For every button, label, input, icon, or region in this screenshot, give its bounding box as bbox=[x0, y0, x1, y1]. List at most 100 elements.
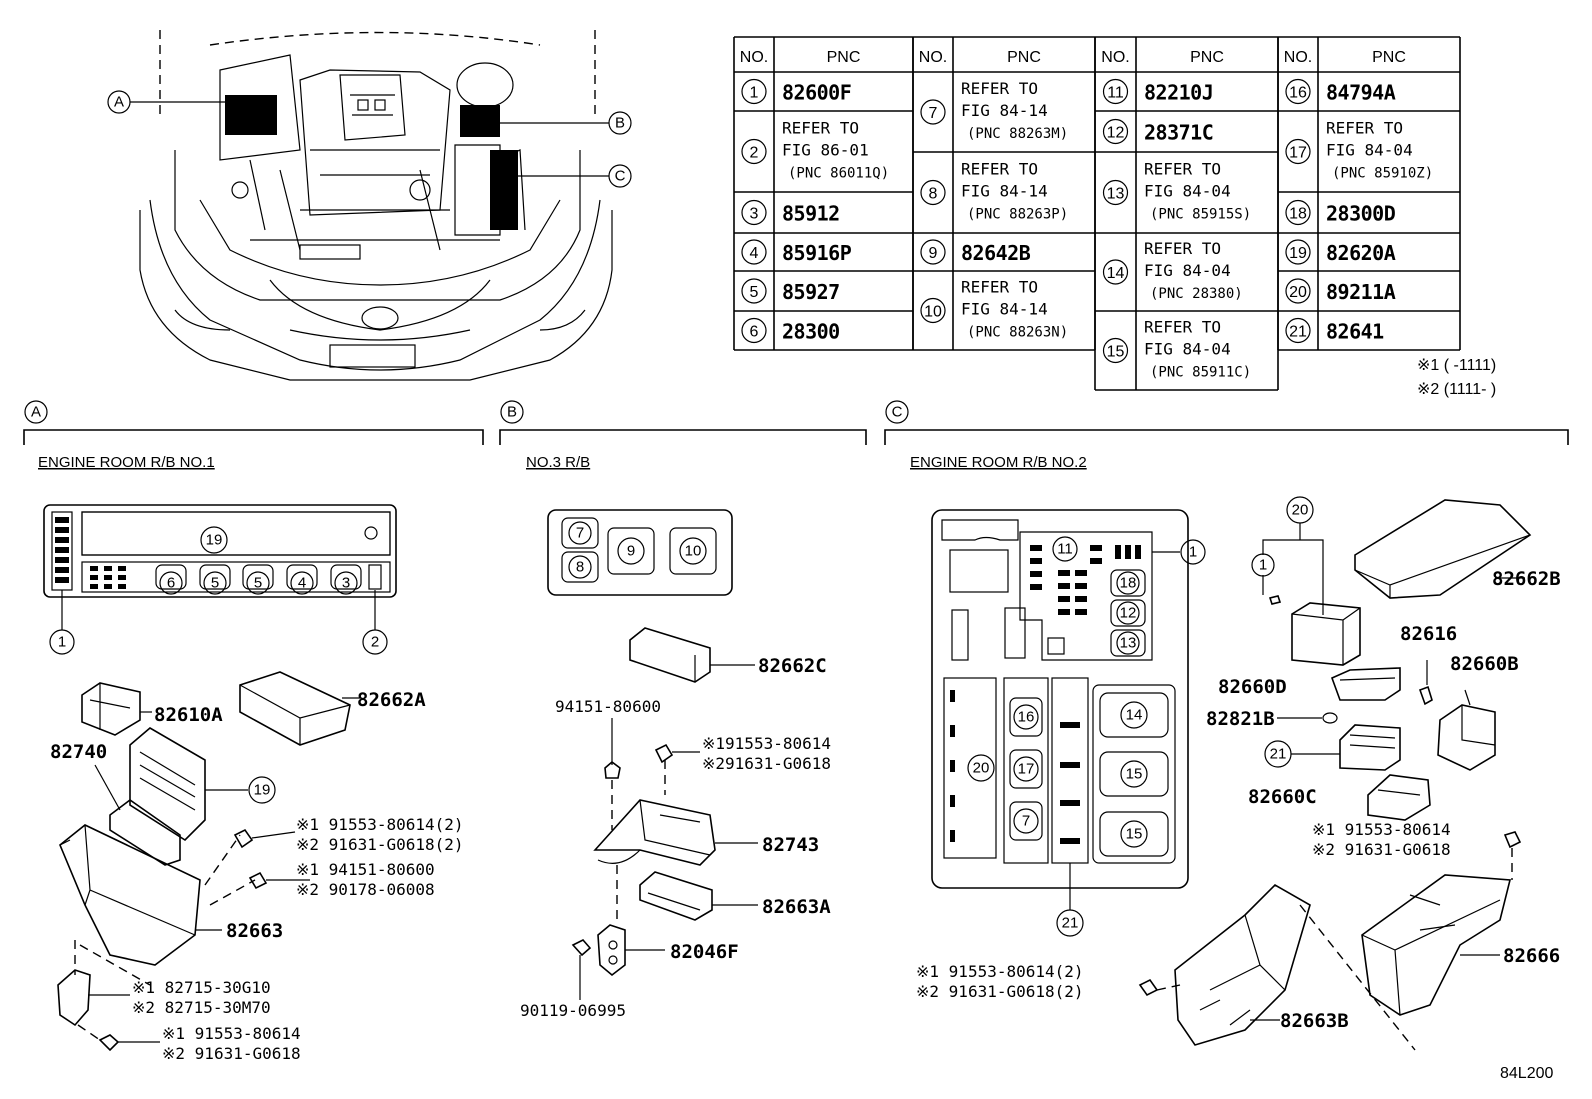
c-callout-20: 20 bbox=[973, 760, 990, 777]
part-82662B: 82662B bbox=[1492, 568, 1561, 590]
c-callout-11: 11 bbox=[1057, 541, 1073, 558]
table-no-circle-17 bbox=[1285, 138, 1311, 165]
table-ref-line3-10: (PNC 88263N) bbox=[967, 325, 1068, 341]
section-headers: A ENGINE ROOM R/B NO.1 B NO.3 R/B C ENGI… bbox=[23, 400, 1569, 471]
a-callout-3: 3 bbox=[342, 575, 350, 592]
part-90119-06995: 90119-06995 bbox=[520, 1001, 626, 1020]
section-c-drawing bbox=[931, 499, 1532, 1051]
table-ref-line2-10: FIG 84-14 bbox=[961, 300, 1048, 319]
figure-code: 84L200 bbox=[1500, 1065, 1553, 1082]
table-ref-line2-8: FIG 84-14 bbox=[961, 182, 1048, 201]
table-no-circle-18 bbox=[1285, 199, 1311, 226]
part-82046F: 82046F bbox=[670, 941, 739, 963]
table-header-pnc: PNC bbox=[827, 49, 861, 66]
nut-a-2: ※2 90178-06008 bbox=[296, 880, 435, 899]
section-b-letter: B bbox=[507, 404, 517, 421]
table-pnc-11: 82210J bbox=[1144, 81, 1213, 105]
c-callout-16: 16 bbox=[1018, 709, 1035, 726]
part-82821B: 82821B bbox=[1206, 708, 1275, 730]
bracket-a-1: ※1 82715-30G10 bbox=[132, 978, 271, 997]
c-callout-21: 21 bbox=[1062, 915, 1079, 932]
a-callout-19: 19 bbox=[206, 532, 223, 549]
table-no-circle-19 bbox=[1285, 239, 1311, 265]
section-a-labels: 82662A 82610A 82740 ※1 91553-80614(2) ※2… bbox=[50, 689, 464, 1063]
a-callout-6: 6 bbox=[167, 575, 175, 592]
table-no-19: 19 bbox=[1289, 245, 1307, 262]
table-no-17: 17 bbox=[1289, 145, 1307, 162]
b-callout-10: 10 bbox=[685, 543, 702, 560]
c-callout-20-top: 20 bbox=[1292, 502, 1309, 519]
table-ref-line1-13: REFER TO bbox=[1144, 160, 1221, 179]
table-pnc-9: 82642B bbox=[961, 241, 1031, 265]
table-ref-line1-14: REFER TO bbox=[1144, 239, 1221, 258]
part-82616: 82616 bbox=[1400, 623, 1457, 645]
table-pnc-12: 28371C bbox=[1144, 121, 1213, 145]
section-a-letter: A bbox=[31, 404, 41, 421]
a-callout-2: 2 bbox=[371, 634, 379, 651]
bolt-c-2: ※2 91631-G0618 bbox=[1312, 840, 1451, 859]
c-callout-12: 12 bbox=[1120, 605, 1137, 622]
table-no-3: 3 bbox=[750, 206, 759, 223]
table-ref-line3-13: (PNC 85915S) bbox=[1150, 207, 1251, 223]
part-82663: 82663 bbox=[226, 920, 283, 942]
table-ref-line1-15: REFER TO bbox=[1144, 318, 1221, 337]
table-ref-line3-14: (PNC 28380) bbox=[1150, 286, 1243, 302]
table-no-circle-10 bbox=[920, 297, 946, 324]
part-82660D: 82660D bbox=[1218, 676, 1287, 698]
screw-c-2: ※2 91631-G0618(2) bbox=[916, 982, 1084, 1001]
table-no-13: 13 bbox=[1107, 186, 1125, 203]
table-ref-line2-7: FIG 84-14 bbox=[961, 101, 1048, 120]
table-no-8: 8 bbox=[929, 186, 938, 203]
table-no-20: 20 bbox=[1289, 284, 1307, 301]
part-82743: 82743 bbox=[762, 834, 819, 856]
table-no-circle-12 bbox=[1102, 118, 1129, 145]
part-82663B: 82663B bbox=[1280, 1010, 1349, 1032]
table-header-pnc: PNC bbox=[1372, 49, 1406, 66]
table-no-16: 16 bbox=[1289, 85, 1307, 102]
table-no-9: 9 bbox=[929, 245, 938, 262]
table-no-circle-15 bbox=[1102, 337, 1129, 364]
c-callout-1: 1 bbox=[1189, 544, 1197, 561]
b-callout-7: 7 bbox=[576, 525, 584, 542]
table-pnc-1: 82600F bbox=[782, 81, 851, 105]
table-ref-line3-7: (PNC 88263M) bbox=[967, 126, 1068, 142]
table-header-no: NO. bbox=[1101, 49, 1129, 66]
part-82610A: 82610A bbox=[154, 704, 223, 726]
c-callout-15a: 15 bbox=[1126, 766, 1143, 783]
bracket-a-2: ※2 82715-30M70 bbox=[132, 998, 271, 1017]
table-pnc-20: 89211A bbox=[1326, 280, 1396, 304]
table-pnc-19: 82620A bbox=[1326, 241, 1396, 265]
table-no-circle-5 bbox=[741, 278, 767, 304]
table-pnc-18: 28300D bbox=[1326, 202, 1396, 226]
bolt-b-2: ※291631-G0618 bbox=[702, 754, 831, 773]
table-no-2: 2 bbox=[750, 145, 759, 162]
a-callout-4: 4 bbox=[298, 575, 306, 592]
c-callout-15b: 15 bbox=[1126, 826, 1143, 843]
screw-c-1: ※1 91553-80614(2) bbox=[916, 962, 1084, 981]
a-callout-5a: 5 bbox=[211, 575, 219, 592]
bolt-a-2: ※2 91631-G0618(2) bbox=[296, 835, 464, 854]
section-b-drawing bbox=[547, 509, 758, 1000]
a-callout-5b: 5 bbox=[254, 575, 262, 592]
table-no-11: 11 bbox=[1107, 85, 1124, 102]
section-a-title: ENGINE ROOM R/B NO.1 bbox=[38, 454, 215, 471]
screw-a-2: ※2 91631-G0618 bbox=[162, 1044, 301, 1063]
table-header-no: NO. bbox=[919, 49, 947, 66]
table-no-circle-20 bbox=[1285, 278, 1311, 304]
table-ref-line3-8: (PNC 88263P) bbox=[967, 207, 1068, 223]
table-no-21: 21 bbox=[1289, 324, 1307, 341]
table-no-5: 5 bbox=[750, 284, 759, 301]
section-c-callouts: 11 1 18 12 13 16 14 20 17 15 7 15 21 20 … bbox=[967, 496, 1340, 937]
section-c-title: ENGINE ROOM R/B NO.2 bbox=[910, 454, 1087, 471]
table-ref-line3-17: (PNC 85910Z) bbox=[1332, 166, 1433, 182]
table-header-pnc: PNC bbox=[1007, 49, 1041, 66]
table-ref-line3-15: (PNC 85911C) bbox=[1150, 365, 1251, 381]
a-callout-1: 1 bbox=[58, 634, 66, 651]
table-ref-line2-13: FIG 84-04 bbox=[1144, 182, 1231, 201]
table-pnc-6: 28300 bbox=[782, 320, 840, 344]
part-82663A: 82663A bbox=[762, 896, 831, 918]
nut-a-1: ※1 94151-80600 bbox=[296, 860, 435, 879]
section-c-labels: 82662B 82616 82660D 82660B 82821B 82660C… bbox=[916, 568, 1561, 1032]
